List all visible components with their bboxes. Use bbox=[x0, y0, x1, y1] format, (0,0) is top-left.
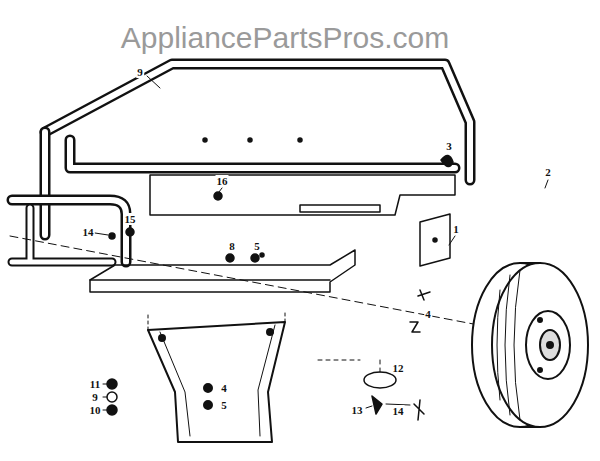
callout-number: 9 bbox=[136, 66, 144, 78]
frame-panel bbox=[90, 138, 455, 292]
callout-number: 12 bbox=[392, 362, 405, 374]
callout-number: 8 bbox=[228, 240, 236, 252]
tube-frame bbox=[12, 64, 470, 262]
axle-bracket bbox=[420, 214, 450, 266]
hardware bbox=[103, 360, 424, 420]
callout-number: 1 bbox=[452, 223, 460, 235]
callout-number: 10 bbox=[89, 404, 102, 416]
callout-number: 13 bbox=[351, 404, 364, 416]
callout-number: 14 bbox=[392, 405, 405, 417]
callout-number: 15 bbox=[124, 213, 137, 225]
callout-number: 9 bbox=[91, 391, 99, 403]
callout-number: 14 bbox=[82, 226, 95, 238]
watermark: AppliancePartsPros.com bbox=[121, 21, 449, 55]
callout-number: 16 bbox=[216, 175, 229, 187]
fasteners bbox=[109, 155, 453, 332]
wheel bbox=[472, 263, 588, 427]
callout-number: 3 bbox=[445, 140, 453, 152]
callout-number: 2 bbox=[544, 166, 552, 178]
callout-number: 5 bbox=[253, 240, 261, 252]
lower-bracket bbox=[148, 310, 285, 442]
center-line bbox=[10, 236, 505, 330]
leader-lines bbox=[95, 76, 548, 245]
callout-number: 4 bbox=[220, 382, 228, 394]
callout-number: 5 bbox=[220, 399, 228, 411]
callout-number: 11 bbox=[89, 378, 101, 390]
callout-number: 4 bbox=[424, 308, 432, 320]
